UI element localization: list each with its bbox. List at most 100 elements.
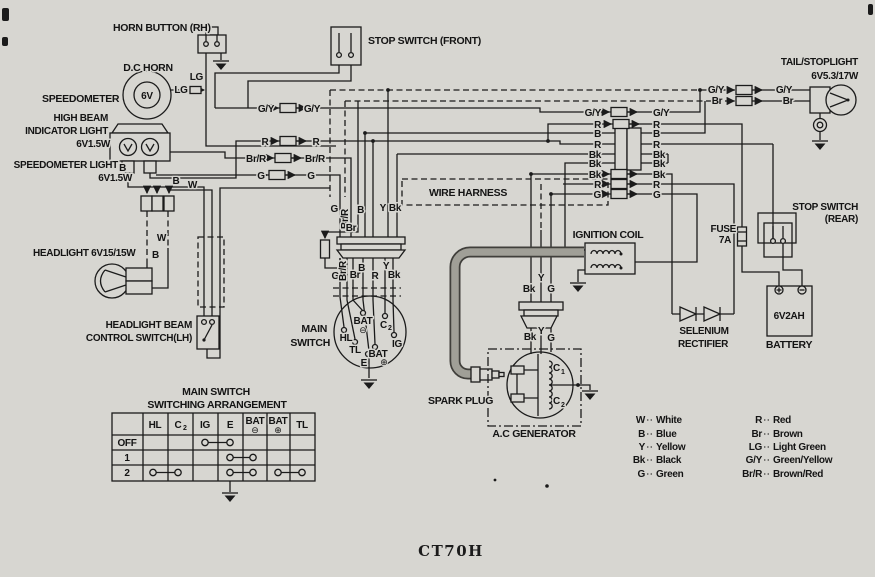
wire-bk: Bk	[589, 170, 602, 181]
wire-bk: Bk	[589, 150, 602, 161]
wire-w: W	[157, 233, 167, 244]
tail-stoplight-label-2: 6V5.3/17W	[811, 71, 859, 82]
connector-g-right	[602, 190, 637, 199]
col-c2-sub: 2	[183, 425, 187, 432]
beam-switch-label-2: CONTROL SWITCH(LH)	[86, 333, 192, 344]
wire-gy: G/Y	[708, 85, 725, 96]
wire-br: Br	[350, 270, 361, 281]
wire-gy: G/Y	[258, 104, 275, 115]
battery-label: BATTERY	[766, 339, 813, 351]
legend-name: White	[656, 415, 682, 426]
term-bat: BAT	[354, 316, 373, 327]
wire-bk: Bk	[524, 332, 537, 343]
term-e: E	[361, 358, 368, 369]
high-beam-label-1: HIGH BEAM	[53, 113, 108, 124]
wire-y: Y	[383, 261, 390, 272]
wire-g: G	[594, 190, 602, 201]
wire-r: R	[594, 140, 602, 151]
wire-r: R	[594, 120, 602, 131]
bullet-connectors	[140, 195, 175, 212]
dc-horn	[122, 70, 172, 120]
spark-plug-label: SPARK PLUG	[428, 395, 493, 407]
wire-g: G	[307, 171, 315, 182]
ground-icon	[569, 282, 587, 293]
speedometer-label: SPEEDOMETER	[42, 93, 120, 105]
wire-g: G	[331, 204, 339, 215]
row-2: 2	[124, 468, 130, 479]
switching-table	[111, 412, 316, 503]
fuse	[736, 226, 748, 247]
legend-name: Black	[656, 455, 682, 466]
legend-code: Y	[639, 442, 646, 453]
battery	[766, 285, 813, 337]
connector-bk-right	[602, 170, 637, 179]
speedo-light-label-2: 6V1.5W	[98, 173, 133, 184]
dc-horn-label: D.C HORN	[123, 62, 173, 74]
col-e: E	[227, 420, 234, 431]
term-bat2: BAT	[369, 349, 388, 360]
battery-capacity: 6V2AH	[774, 311, 805, 322]
wire-bk: Bk	[653, 170, 666, 181]
col-c2: C	[175, 420, 182, 431]
connector-gy	[271, 104, 306, 113]
col-ig: IG	[200, 420, 210, 431]
wire-lg: LG	[190, 72, 204, 83]
connector-g	[260, 171, 295, 180]
spark-plug	[470, 366, 505, 383]
model-name: CT70H	[418, 542, 484, 560]
wire-b: B	[173, 176, 180, 187]
beam-switch-label-1: HEADLIGHT BEAM	[106, 320, 192, 331]
legend-code: B	[638, 429, 645, 440]
selenium-label-1: SELENIUM	[679, 326, 728, 337]
wire-brr: Br/R	[338, 260, 349, 281]
term-bat-plus: ⊕	[380, 358, 388, 368]
row-1: 1	[124, 453, 130, 464]
ground-icon	[212, 60, 230, 71]
horn-voltage: 6V	[141, 91, 153, 102]
col-bat-plus: BAT	[269, 416, 288, 427]
headlight	[94, 263, 153, 299]
legend-name: Green	[656, 469, 684, 480]
wire-harness-label: WIRE HARNESS	[429, 187, 507, 199]
wire-lg: LG	[174, 85, 188, 96]
ground-icon	[360, 379, 378, 390]
wire-br: Br	[783, 96, 794, 107]
legend-code: G	[638, 469, 646, 480]
wire-r: R	[653, 140, 661, 151]
beam-control-switch	[196, 236, 225, 350]
row-off: OFF	[117, 438, 136, 449]
gen-c2-sub: 2	[561, 402, 565, 409]
wire-r: R	[653, 120, 661, 131]
col-bat-plus-sym: ⊕	[274, 426, 282, 436]
wire-r: R	[653, 180, 661, 191]
wire-brr: Br/R	[246, 154, 267, 165]
main-switch-connector	[319, 236, 407, 259]
stop-switch-front-label: STOP SWITCH (FRONT)	[368, 35, 481, 47]
labels: HORN BUTTON (RH) D.C HORN 6V SPEEDOMETER…	[12, 21, 861, 442]
connector-r	[271, 137, 306, 146]
term-bat-minus: ⊖	[359, 326, 367, 336]
wire-g: G	[332, 271, 340, 282]
term-ig: IG	[392, 339, 402, 350]
switching-table-text: MAIN SWITCH SWITCHING ARRANGEMENT HL C 2…	[116, 385, 310, 481]
wire-gy: G/Y	[585, 108, 602, 119]
stop-switch-rear-label-2: (REAR)	[825, 214, 858, 225]
wire-y: Y	[538, 326, 545, 337]
gen-c1: C	[553, 363, 560, 374]
legend-name: Light Green	[773, 442, 826, 453]
wire-b: B	[594, 129, 601, 140]
term-tl: TL	[349, 345, 361, 356]
selenium-label-2: RECTIFIER	[678, 339, 729, 350]
wire-bk: Bk	[653, 150, 666, 161]
stop-switch-front	[330, 26, 362, 66]
wire-b: B	[358, 263, 365, 274]
wire-gy: G/Y	[776, 85, 793, 96]
main-switch-label-1: MAIN	[301, 323, 327, 335]
wire-r: R	[372, 271, 380, 282]
legend-name: Blue	[656, 429, 677, 440]
wire-bk: Bk	[653, 159, 666, 170]
paper-specks	[2, 4, 873, 488]
wire-b: B	[653, 129, 660, 140]
fuse-label-1: FUSE	[711, 224, 737, 235]
